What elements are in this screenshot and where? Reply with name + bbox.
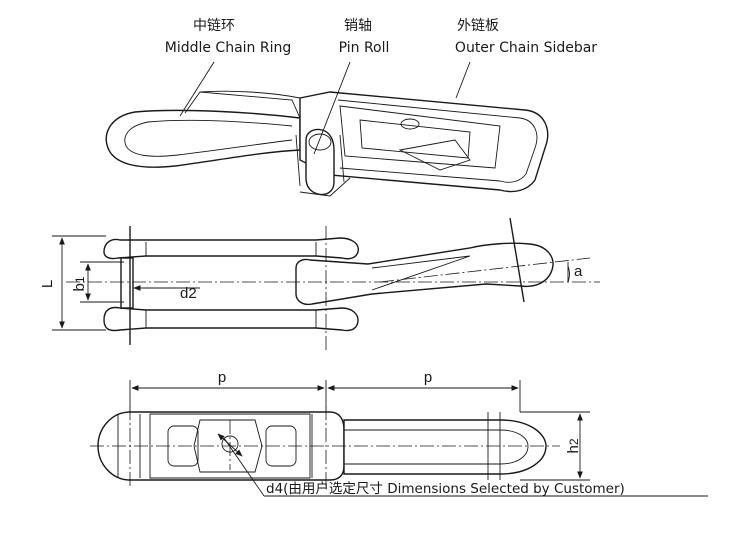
pin-roll-label-cn: 销轴 (344, 18, 372, 34)
middle-chain-ring-label-cn: 中链环 (193, 18, 235, 34)
dimension-a-label: a (574, 263, 583, 280)
pitch-right-label: p (424, 369, 432, 386)
outer-chain-sidebar-shape (299, 91, 549, 193)
dimension-h2-label: h2 (565, 438, 582, 453)
front-view (52, 217, 600, 352)
middle-ring-front (295, 242, 554, 306)
sidebar-label-en: Outer Chain Sidebar (455, 40, 597, 56)
top-view (90, 380, 708, 497)
pitch-left-label: p (218, 369, 226, 386)
middle-chain-ring-shape (105, 109, 301, 168)
dimension-d2-label: d2 (180, 285, 197, 302)
dimension-L-label: L (39, 280, 56, 288)
dimension-b1-label: b1 (71, 276, 88, 291)
middle-chain-ring-label-en: Middle Chain Ring (165, 40, 292, 56)
dimension-d4-note: d4(由用户选定尺寸 Dimensions Selected by Custom… (266, 480, 625, 497)
perspective-view (105, 61, 549, 197)
sidebar-label-cn: 外链板 (457, 18, 499, 34)
pin-roll-shape (305, 128, 335, 196)
pin-roll-label-en: Pin Roll (339, 40, 390, 56)
